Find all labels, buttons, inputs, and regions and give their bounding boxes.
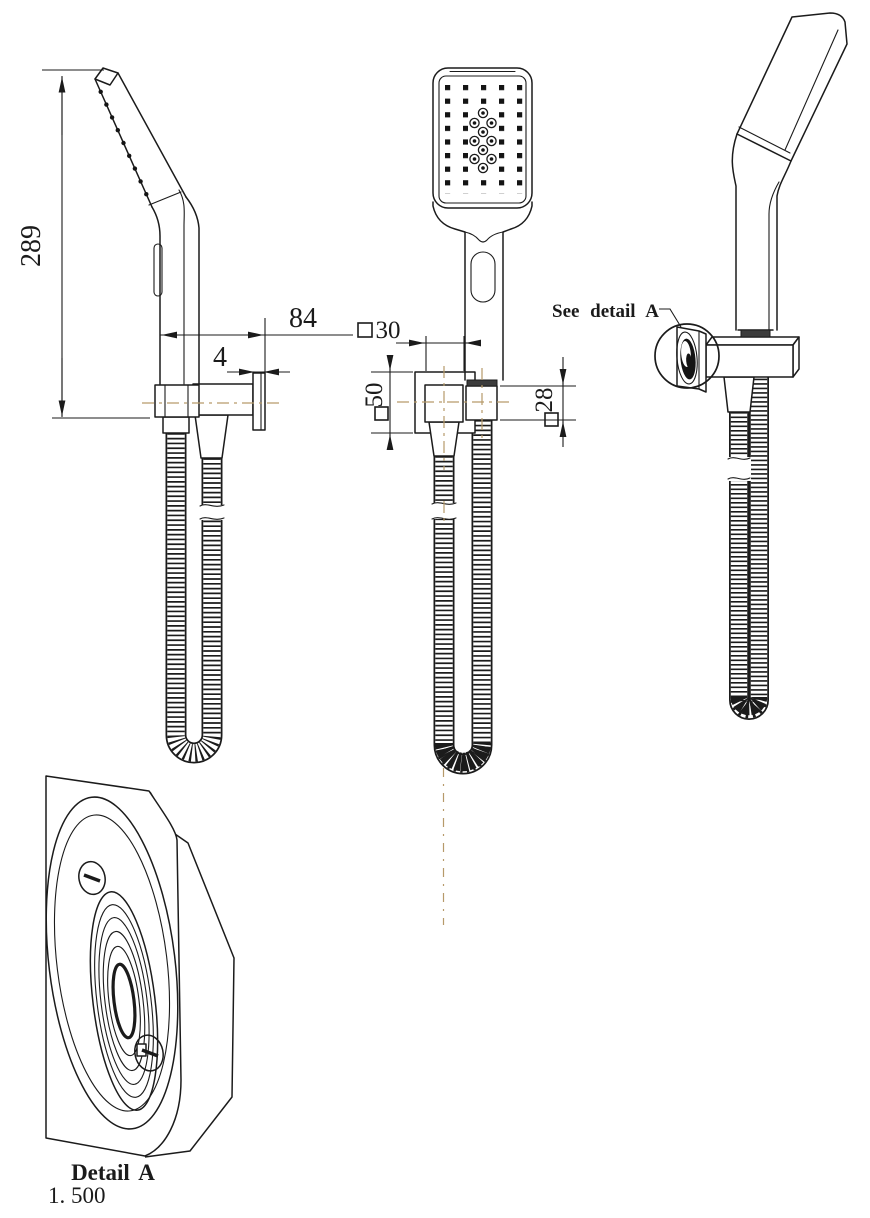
front-view-handshower bbox=[432, 67, 533, 381]
see-detail-label: See detail A bbox=[552, 301, 659, 322]
dimension-4: 4 bbox=[213, 342, 290, 376]
detail-title: Detail A bbox=[71, 1160, 155, 1185]
detail-callout: See detail A bbox=[552, 301, 720, 389]
plate-bezel bbox=[45, 796, 179, 1130]
screw-bottom bbox=[134, 1034, 164, 1072]
center-nozzles bbox=[469, 107, 497, 174]
square-symbol bbox=[544, 412, 559, 427]
threaded-boss bbox=[89, 891, 159, 1111]
side-view-hose bbox=[176, 433, 225, 753]
face-plate bbox=[438, 75, 527, 204]
wall-arm-side bbox=[792, 336, 800, 378]
hose-break-symbol bbox=[727, 457, 751, 481]
shower-head-cap bbox=[94, 67, 119, 86]
square-symbol bbox=[374, 406, 389, 421]
square-symbol bbox=[357, 322, 373, 338]
dimension-30: 30 bbox=[357, 317, 481, 371]
dim-28-label: 28 bbox=[531, 388, 558, 413]
perspective-view: See detail A bbox=[552, 12, 848, 716]
front-view-centerlines bbox=[397, 366, 513, 925]
hose-fitting bbox=[162, 416, 190, 434]
perspective-view-handshower bbox=[731, 12, 848, 338]
mode-button-profile bbox=[153, 243, 163, 297]
hose-cone-nut bbox=[723, 376, 755, 413]
dim-84-label: 84 bbox=[289, 303, 317, 334]
shower-head bbox=[736, 12, 848, 162]
side-view: 289 84 4 bbox=[16, 67, 353, 753]
dimension-84: 84 bbox=[160, 303, 353, 372]
wall-arm-top bbox=[705, 336, 800, 346]
dim-50-label: 50 bbox=[361, 383, 388, 408]
dim-30-label: 30 bbox=[376, 317, 401, 344]
front-view: 30 50 28 bbox=[357, 67, 576, 925]
nozzle-dots bbox=[98, 89, 149, 197]
wall-flange bbox=[252, 372, 266, 431]
plate-front-face bbox=[45, 775, 182, 1157]
dim-289-label: 289 bbox=[16, 225, 47, 267]
dimension-28: 28 bbox=[500, 357, 576, 447]
hose-cone-nut bbox=[194, 414, 229, 459]
detail-circle bbox=[654, 323, 720, 389]
hose-break-symbol bbox=[431, 501, 457, 523]
handle-holder bbox=[154, 384, 200, 418]
plate-connection-rings bbox=[676, 331, 698, 385]
hose-bend-dark bbox=[434, 742, 492, 772]
detail-scale: 1. 500 bbox=[48, 1183, 106, 1208]
perspective-view-hose bbox=[727, 377, 768, 716]
dimension-289: 289 bbox=[16, 69, 150, 419]
perspective-view-bracket bbox=[676, 326, 800, 413]
dim-4-label: 4 bbox=[213, 342, 227, 373]
hose-break-symbol bbox=[199, 504, 225, 520]
shower-head-outline bbox=[432, 67, 533, 209]
detail-leader bbox=[659, 308, 682, 328]
dimension-50: 50 bbox=[361, 355, 413, 450]
detail-a-view: Detail A 1. 500 bbox=[45, 775, 235, 1208]
screw-top bbox=[78, 860, 106, 896]
mode-button bbox=[470, 251, 496, 303]
wall-arm bbox=[192, 383, 254, 416]
wall-arm bbox=[705, 344, 794, 378]
gasket bbox=[740, 329, 771, 338]
hose-bend-dark bbox=[730, 695, 768, 716]
side-view-handshower bbox=[94, 67, 200, 385]
front-view-hose bbox=[431, 420, 482, 764]
side-view-bracket bbox=[154, 372, 266, 459]
